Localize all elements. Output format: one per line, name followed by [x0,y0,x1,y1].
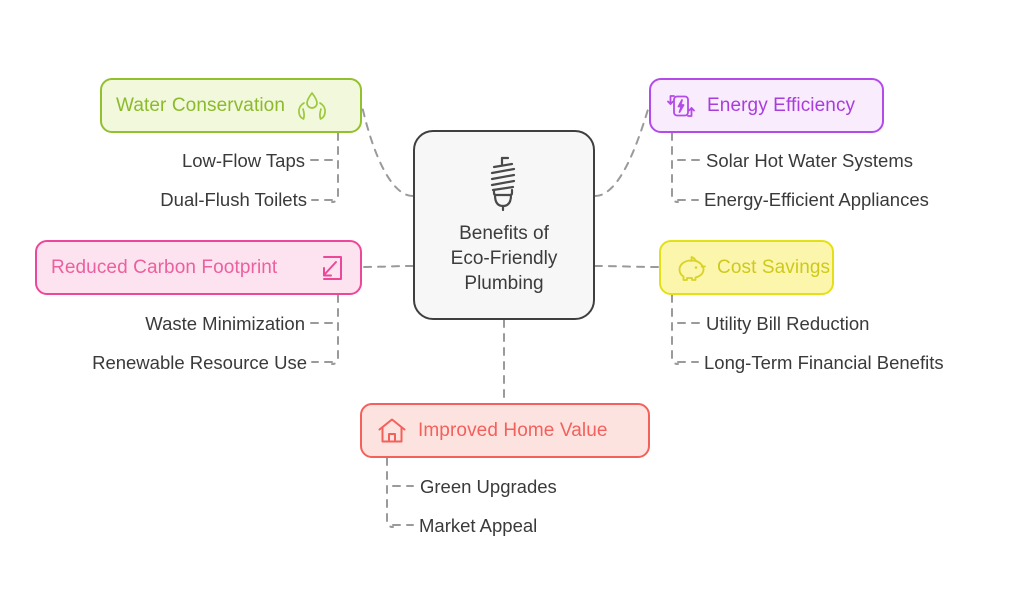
sub-item-long-term-financial-benefits[interactable]: Long-Term Financial Benefits [704,352,944,373]
edge-center-to-cost [594,265,660,268]
edge-water-spine [331,132,339,203]
edge-energy-spine [671,132,679,203]
sub-item-dual-flush-toilets[interactable]: Dual-Flush Toilets [160,189,307,210]
battery-recycle-icon [665,90,697,122]
arrow-down-left-box-icon [314,252,346,284]
sub-item-waste-minimization[interactable]: Waste Minimization [145,313,305,334]
branch-node-improved-home-value[interactable]: Improved Home Value [360,403,650,458]
edge-center-to-energy [594,105,650,197]
water-drop-in-hands-icon [295,89,329,123]
sub-item-market-appeal[interactable]: Market Appeal [419,515,538,536]
sub-item-solar-hot-water-systems[interactable]: Solar Hot Water Systems [706,150,913,171]
cfl-lightbulb-icon [481,155,527,211]
branch-node-reduced-carbon-footprint[interactable]: Reduced Carbon Footprint [35,240,362,295]
branch-label-reduced-carbon-footprint: Reduced Carbon Footprint [51,256,278,278]
branch-node-cost-savings[interactable]: Cost Savings [659,240,834,295]
sub-item-energy-efficient-appliances[interactable]: Energy-Efficient Appliances [704,189,929,210]
branch-label-cost-savings: Cost Savings [717,256,831,278]
edge-center-to-water [361,105,414,197]
center-title-line-1: Benefits of [459,222,549,244]
branch-node-water-conservation[interactable]: Water Conservation [100,78,362,133]
center-node-title: Benefits of Eco-Friendly Plumbing [451,221,558,296]
center-title-line-3: Plumbing [464,272,544,294]
branch-label-improved-home-value: Improved Home Value [418,419,608,441]
branch-node-energy-efficiency[interactable]: Energy Efficiency [649,78,884,133]
center-node[interactable]: Benefits of Eco-Friendly Plumbing [413,130,595,320]
edge-carbon-spine [331,294,339,365]
piggy-bank-icon [675,253,707,283]
edge-home-spine [386,457,394,528]
sub-item-green-upgrades[interactable]: Green Upgrades [420,476,557,497]
edge-center-to-carbon [361,265,414,268]
edge-cost-spine [671,294,679,365]
branch-label-energy-efficiency: Energy Efficiency [707,94,856,116]
branch-label-water-conservation: Water Conservation [116,94,285,116]
house-icon [376,416,408,446]
sub-item-utility-bill-reduction[interactable]: Utility Bill Reduction [706,313,870,334]
sub-item-renewable-resource-use[interactable]: Renewable Resource Use [92,352,307,373]
center-title-line-2: Eco-Friendly [450,247,558,269]
sub-item-low-flow-taps[interactable]: Low-Flow Taps [181,150,305,171]
